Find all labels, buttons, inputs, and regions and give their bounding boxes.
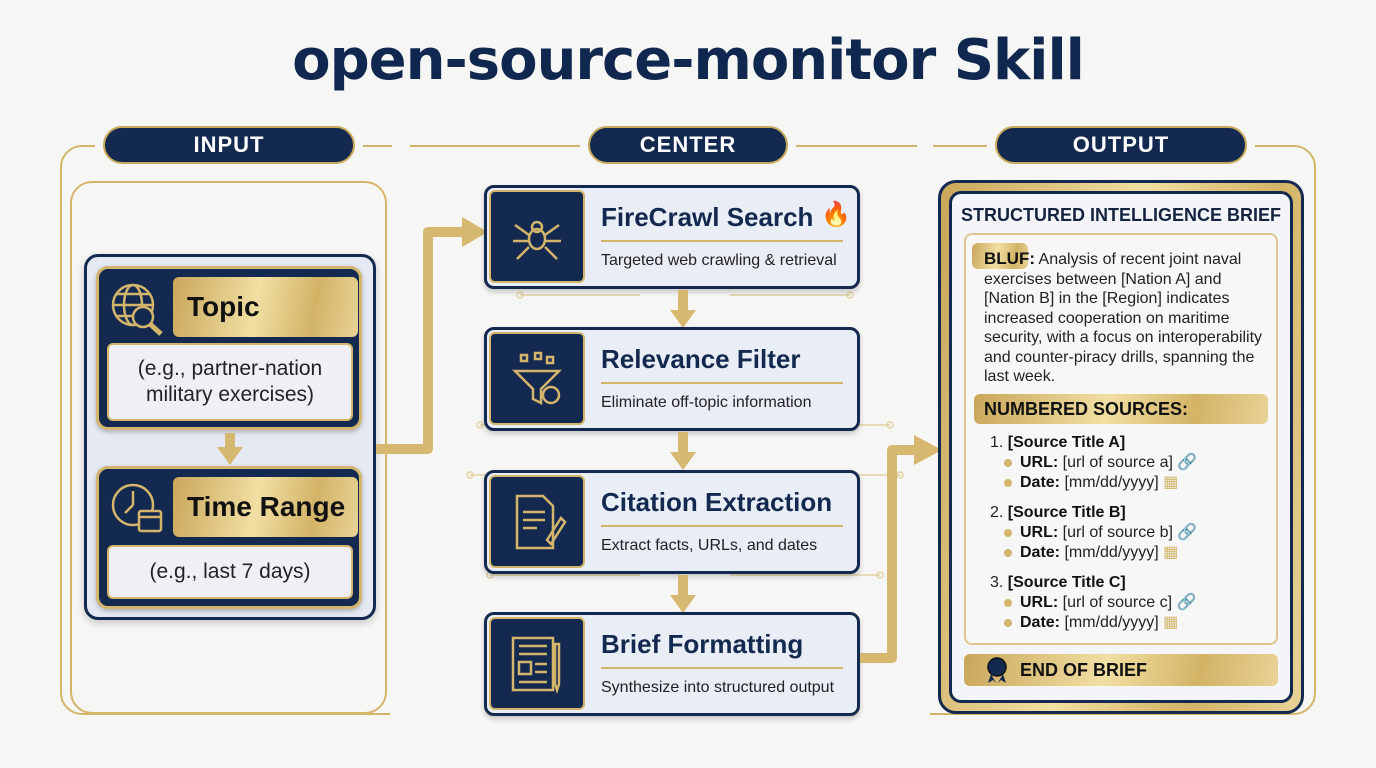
step-title: Citation Extraction (601, 487, 833, 517)
source-date: [mm/dd/yyyy] (1064, 614, 1159, 631)
bullet-icon (1004, 548, 1012, 557)
source-number: 2. (990, 504, 1004, 521)
calendar-icon: ▦ (1163, 474, 1179, 491)
spider-web-crawl-icon (489, 190, 585, 283)
date-label: Date: (1020, 614, 1061, 631)
end-of-brief-bar: END OF BRIEF (964, 654, 1278, 686)
step-brief-formatting: Brief Formatting Synthesize into structu… (484, 612, 860, 716)
time-range-card: Time Range (e.g., last 7 days) (96, 466, 362, 609)
calendar-icon: ▦ (1163, 614, 1179, 631)
source-date: [mm/dd/yyyy] (1064, 474, 1159, 491)
sources-label: NUMBERED SOURCES: (974, 394, 1268, 424)
step-title: Brief Formatting (601, 629, 804, 659)
down-arrow (670, 575, 696, 618)
brief-heading: STRUCTURED INTELLIGENCE BRIEF (960, 205, 1281, 225)
down-arrow (670, 290, 696, 333)
frame-gap (392, 140, 410, 152)
bullet-icon (1004, 478, 1012, 487)
end-of-brief-label: END OF BRIEF (1020, 659, 1148, 680)
step-subtitle: Extract facts, URLs, and dates (601, 537, 818, 554)
step-relevance-filter: Relevance Filter Eliminate off-topic inf… (484, 327, 860, 431)
date-label: Date: (1020, 474, 1061, 491)
topic-title: Topic (173, 277, 358, 337)
connector-arrow-input-to-search (376, 217, 488, 454)
connector-arrow-brief-to-output (860, 435, 942, 663)
source-item: 1. [Source Title A] URL: [url of source … (990, 433, 1260, 493)
step-title: Relevance Filter (601, 344, 801, 374)
frame-gap (917, 140, 933, 152)
divider (601, 525, 843, 527)
source-url[interactable]: [url of source c] (1062, 594, 1173, 611)
calendar-icon: ▦ (1163, 544, 1179, 561)
step-firecrawl-search: FireCrawl Search 🔥 Targeted web crawling… (484, 185, 860, 289)
section-output-label: OUTPUT (995, 126, 1247, 164)
source-number: 1. (990, 434, 1004, 451)
source-number: 3. (990, 574, 1004, 591)
source-title: [Source Title A] (1007, 434, 1126, 451)
globe-search-icon (109, 281, 167, 342)
bullet-icon (1004, 618, 1012, 627)
step-subtitle: Synthesize into structured output (601, 679, 835, 696)
brief-content-box (964, 233, 1278, 645)
step-citation-extraction: Citation Extraction Extract facts, URLs,… (484, 470, 860, 574)
source-item: 3. [Source Title C] URL: [url of source … (990, 573, 1260, 633)
date-label: Date: (1020, 544, 1061, 561)
url-label: URL: (1020, 594, 1059, 611)
newspaper-pen-icon (489, 617, 585, 710)
bluf-label: BLUF: (984, 249, 1035, 268)
award-ribbon-icon (987, 657, 1007, 683)
bullet-icon (1004, 458, 1012, 467)
step-subtitle: Eliminate off-topic information (601, 394, 812, 411)
bluf-highlight (972, 243, 1028, 269)
link-icon: 🔗 (1177, 524, 1198, 541)
source-url[interactable]: [url of source b] (1062, 524, 1173, 541)
page-title: open-source-monitor Skill (292, 28, 1085, 93)
divider (601, 382, 843, 384)
link-icon: 🔗 (1177, 454, 1198, 471)
time-range-example: (e.g., last 7 days) (107, 545, 353, 599)
source-title: [Source Title B] (1007, 504, 1126, 521)
url-label: URL: (1020, 454, 1059, 471)
source-date: [mm/dd/yyyy] (1064, 544, 1159, 561)
divider (601, 240, 843, 242)
sources-list: 1. [Source Title A] URL: [url of source … (990, 433, 1260, 633)
step-subtitle: Targeted web crawling & retrieval (601, 252, 837, 269)
clock-calendar-icon (109, 481, 167, 542)
source-item: 2. [Source Title B] URL: [url of source … (990, 503, 1260, 563)
section-input-label: INPUT (103, 126, 355, 164)
source-url[interactable]: [url of source a] (1062, 454, 1173, 471)
time-range-title: Time Range (173, 477, 358, 537)
url-label: URL: (1020, 524, 1059, 541)
bullet-icon (1004, 598, 1012, 607)
divider (601, 667, 843, 669)
funnel-filter-icon (489, 332, 585, 425)
source-title: [Source Title C] (1007, 574, 1126, 591)
bluf-paragraph: BLUF: Analysis of recent joint naval exe… (984, 249, 1269, 387)
fire-icon: 🔥 (821, 201, 851, 228)
document-pen-icon (489, 475, 585, 568)
step-title: FireCrawl Search (601, 202, 814, 232)
section-center-label: CENTER (588, 126, 788, 164)
bullet-icon (1004, 528, 1012, 537)
bluf-text: Analysis of recent joint naval exercises… (984, 251, 1263, 385)
link-icon: 🔗 (1176, 594, 1197, 611)
down-arrow (217, 433, 243, 470)
down-arrow (670, 432, 696, 475)
topic-card: Topic (e.g., partner-nation military exe… (96, 266, 362, 430)
topic-example: (e.g., partner-nation military exercises… (107, 343, 353, 421)
